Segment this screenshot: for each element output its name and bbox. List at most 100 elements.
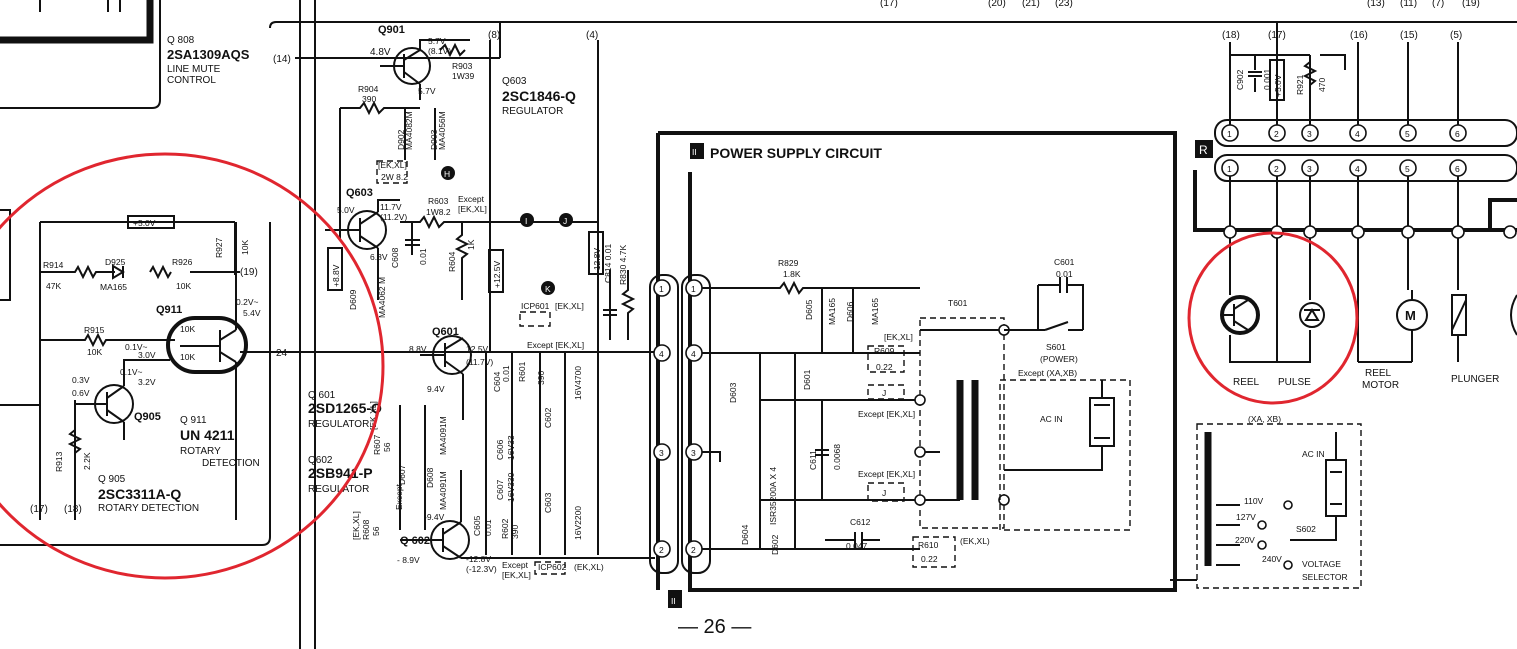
top-pin: (13) [1367, 0, 1385, 9]
icp601-except: Except [EK,XL] [527, 340, 584, 350]
d607-part: MA4091M [438, 416, 448, 455]
q905-part: 2SC3311A-Q [98, 486, 181, 502]
c601-value: 0.01 [1056, 269, 1073, 279]
r608-value: 56 [371, 526, 381, 536]
r903-ref: R903 [452, 61, 473, 71]
q808-desc-1: LINE MUTE [167, 64, 221, 75]
d902-part: MA4082M [404, 111, 414, 150]
q603-voltage: 6.3V [370, 252, 388, 262]
q911-voltage: 0.1V~ [125, 342, 147, 352]
c611-value: 0.0068 [832, 444, 842, 470]
r921-value: 470 [1317, 78, 1327, 92]
top-pin-row: (17) (20) (21) (23) (13) (11) (7) (19) (… [488, 0, 1480, 41]
d925-ref: D925 [105, 257, 126, 267]
c612-ref: C612 [850, 517, 871, 527]
c902-value: 0.001 [1262, 68, 1272, 90]
s601-except: Except (XA,XB) [1018, 368, 1077, 378]
connector-pin: 3 [659, 448, 664, 458]
motor-letter: M [1405, 308, 1416, 323]
icp601-ref: ICP601 [521, 301, 550, 311]
voltage-240: 240V [1262, 554, 1282, 564]
plus-8v-label: +8.8V [331, 264, 341, 287]
pin-24: 24 [276, 348, 288, 359]
q602-voltage: -9.4V [424, 512, 445, 522]
q911-voltage: 0.2V~ [236, 297, 258, 307]
pin-18: (18) [64, 504, 82, 515]
connector-left-b [681, 274, 711, 574]
voltage-selector-section: (XA, XB) 110V 127V 220V 240V S602 VOLTAG… [1170, 414, 1362, 589]
reel-motor-label-1: REEL [1365, 368, 1392, 379]
q602-voltage: (-12.3V) [466, 564, 497, 574]
d604-ref: D604 [740, 524, 750, 545]
r609-ref: R609 [874, 346, 895, 356]
q911-resistor: 10K [180, 352, 195, 362]
q911-resistor: 10K [180, 324, 195, 334]
connector-pin: 4 [659, 349, 664, 359]
q901-label: Q901 [378, 24, 405, 36]
plunger-label: PLUNGER [1451, 374, 1499, 385]
d925-diode [112, 264, 125, 280]
r-connector-pin: 5 [1405, 164, 1410, 174]
pin-4: (4) [586, 30, 598, 41]
d602-ref: D602 [770, 534, 780, 555]
r601-value: 390 [536, 371, 546, 385]
r-connector-pin: 6 [1455, 129, 1460, 139]
q808-ref: Q 808 [167, 35, 195, 46]
test-point-k-label: K [545, 284, 551, 294]
ac-in-label: AC IN [1040, 414, 1063, 424]
test-point-k [541, 281, 555, 295]
r603-except-1: Except [458, 194, 485, 204]
r-connector-pin: 1 [1227, 164, 1232, 174]
q603-part: 2SC1846-Q [502, 88, 576, 104]
top-pin: (19) [1462, 0, 1480, 9]
r607-value: 56 [382, 442, 392, 452]
d609-ref: D609 [348, 289, 358, 310]
q911-label: Q911 [156, 304, 182, 316]
pin-8: (8) [488, 30, 500, 41]
r915-value: 10K [87, 347, 102, 357]
r603-except-2: [EK,XL] [458, 204, 487, 214]
q911-ref: Q 911 [180, 415, 207, 426]
q901-voltage: 5.7V [418, 86, 436, 96]
q603-voltage: 5.0V [337, 205, 355, 215]
pin-17: (17) [30, 504, 48, 515]
s602-desc-2: SELECTOR [1302, 572, 1348, 582]
r829-value: 1.8K [783, 269, 801, 279]
r602-value: 390 [510, 525, 520, 539]
q911-package [166, 316, 248, 374]
q911-voltage: 3.0V [138, 350, 156, 360]
c605-value: 0.01 [483, 519, 493, 536]
test-point-j [559, 213, 573, 227]
reel-motor-label-2: MOTOR [1362, 380, 1399, 391]
connector-pin: 2 [659, 545, 664, 555]
r915-ref: R915 [84, 325, 105, 335]
r609-note: [EK,XL] [884, 332, 913, 342]
q601-voltage: 12.5V [466, 344, 489, 354]
d608-part: MA4091M [438, 471, 448, 510]
top-pin: (7) [1432, 0, 1444, 9]
rails: +12.5V -12.8V C814 0.01 R830 4.7K K ICP6… [488, 40, 636, 555]
icp602-ref: ICP602 [538, 562, 567, 572]
s602-desc-1: VOLTAGE [1302, 559, 1341, 569]
q603-region: Q603 5.0V 11.7V (11.2V) 6.3V [EK,XL] 2W … [325, 160, 598, 318]
q905-voltage: 0.6V [72, 388, 90, 398]
q601-voltage: 9.4V [427, 384, 445, 394]
d601-ref: D601 [802, 369, 812, 390]
r-connector-pin: 2 [1274, 129, 1279, 139]
q901-region: Q901 4.8V 5.7V (8.1V) 5.7V R903 1W39 R90… [339, 22, 576, 350]
right-connector-section: (18) (17) (16) (15) (5) C902 0.001 +5.0V… [1193, 22, 1517, 391]
c608-ref: C608 [390, 247, 400, 268]
r926-value: 10K [176, 281, 191, 291]
q601-desc: REGULATOR [308, 419, 369, 430]
q603-header-ref: Q603 [502, 76, 527, 87]
t601-ref: T601 [948, 298, 968, 308]
q603-voltage: 11.7V [380, 202, 402, 212]
top-pin: (20) [988, 0, 1006, 9]
q602-voltage: - 8.9V [397, 555, 420, 565]
s601-function: (POWER) [1040, 354, 1078, 364]
connector-pin: 2 [691, 545, 696, 555]
pin-19: (19) [240, 267, 258, 278]
c902-ref: C902 [1235, 69, 1245, 90]
connector-pin: 3 [691, 448, 696, 458]
r904-ref: R904 [358, 84, 379, 94]
